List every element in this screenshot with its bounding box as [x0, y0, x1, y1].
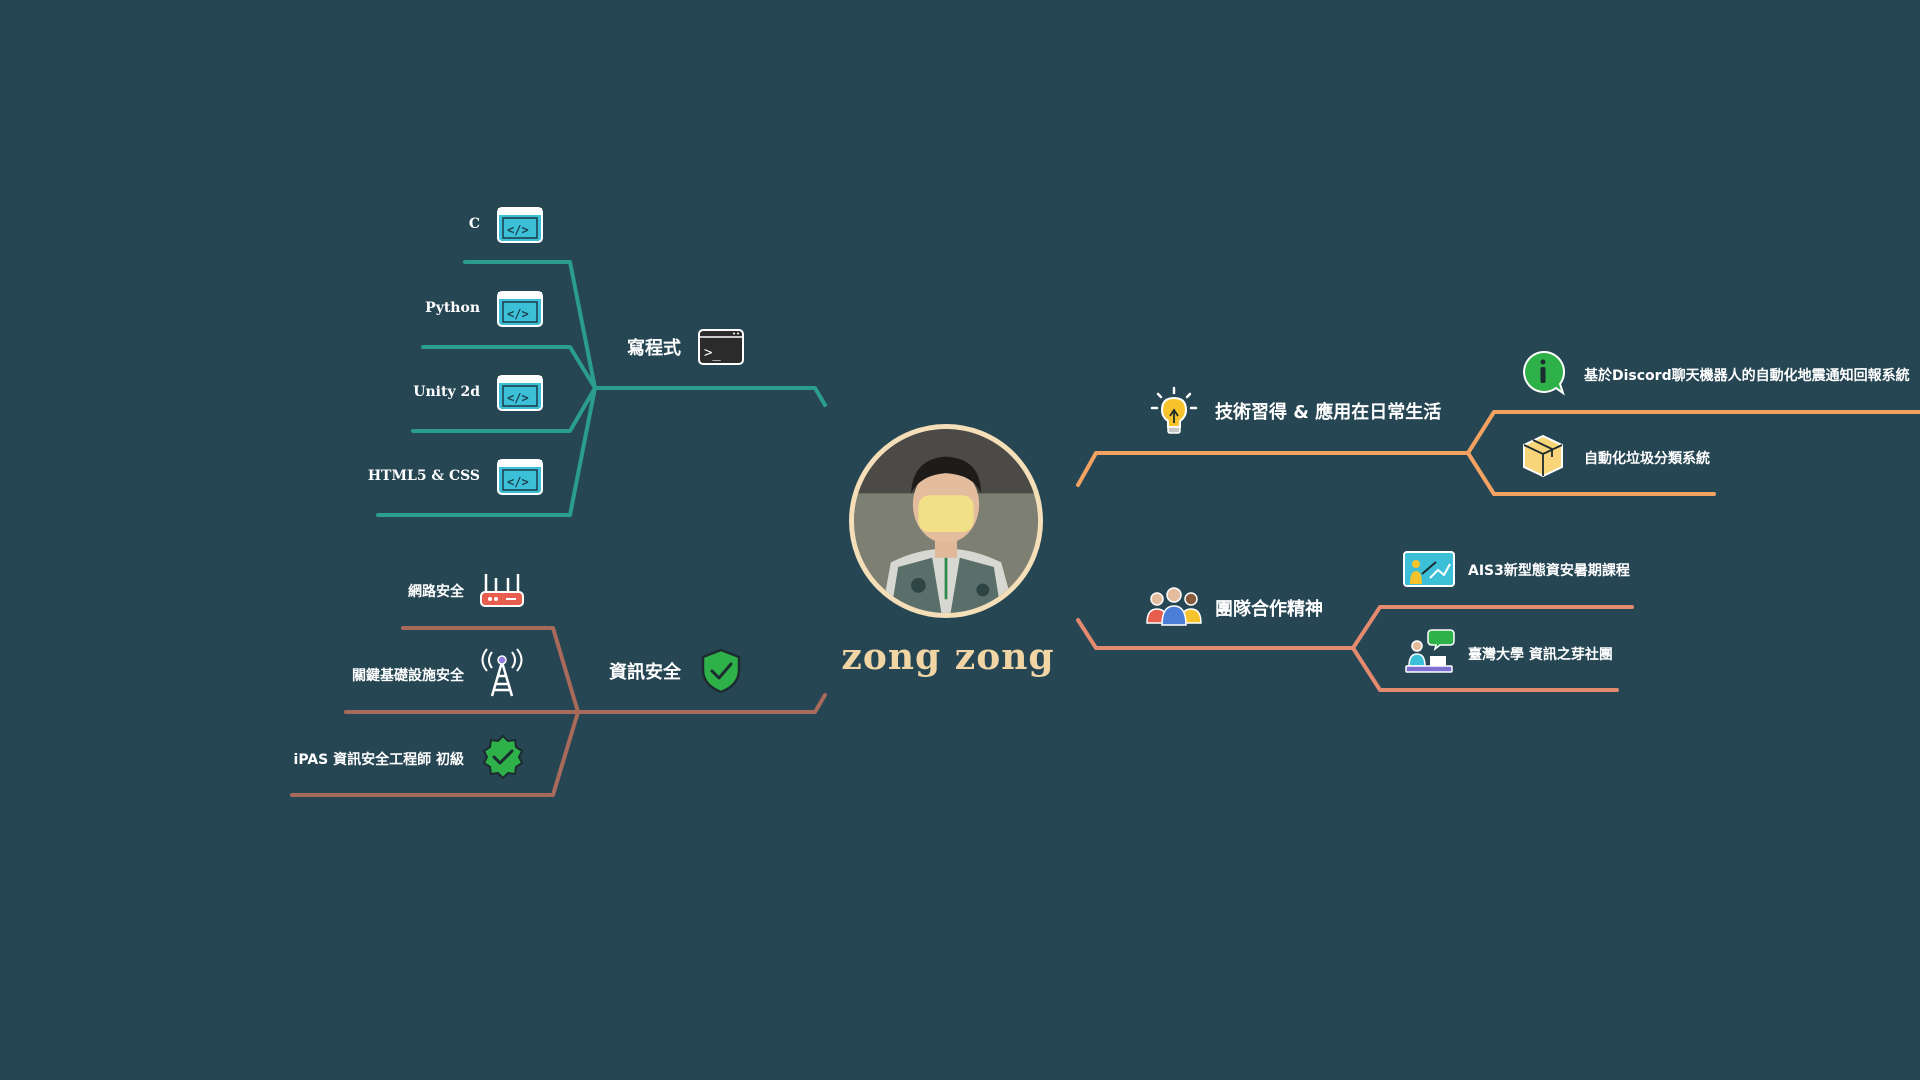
- code-window-icon: </>: [497, 207, 543, 247]
- connector-tech-discord: [1076, 410, 1920, 487]
- code-window-icon: </>: [497, 291, 543, 331]
- programming-item-python[interactable]: Python: [425, 300, 480, 316]
- tech-connectors: [1076, 410, 1920, 496]
- router-icon: [478, 570, 526, 614]
- terminal-icon: >_: [698, 329, 744, 369]
- programming-connectors: [376, 260, 827, 517]
- programming-item-c[interactable]: C: [468, 216, 480, 232]
- info-bubble-icon: [1520, 350, 1566, 400]
- branch-security-label[interactable]: 資訊安全: [609, 662, 681, 683]
- security-connectors: [290, 626, 827, 797]
- presentation-icon: [1402, 550, 1456, 592]
- connector-security-ipas: [290, 710, 580, 797]
- security-item-ipas[interactable]: iPAS 資訊安全工程師 初級: [293, 752, 464, 768]
- lightbulb-icon: [1150, 386, 1198, 440]
- team-icon: [1145, 585, 1203, 631]
- avatar[interactable]: [849, 424, 1043, 618]
- security-item-network[interactable]: 網路安全: [408, 584, 464, 600]
- team-connectors: [1076, 605, 1634, 692]
- tech-item-recycle[interactable]: 自動化垃圾分類系統: [1584, 451, 1710, 467]
- branch-team-label[interactable]: 團隊合作精神: [1215, 599, 1323, 620]
- svg-text:</>: </>: [507, 223, 529, 237]
- svg-text:</>: </>: [507, 391, 529, 405]
- connector-team-sprout: [1351, 646, 1619, 692]
- code-window-icon: </>: [497, 459, 543, 499]
- branch-tech-label[interactable]: 技術習得 & 應用在日常生活: [1215, 402, 1442, 423]
- programming-item-unity[interactable]: Unity 2d: [413, 384, 480, 400]
- connector-programming-unity: [411, 386, 597, 433]
- svg-text:</>: </>: [507, 475, 529, 489]
- svg-text:>_: >_: [704, 345, 721, 361]
- security-item-infrastructure[interactable]: 關鍵基礎設施安全: [352, 668, 464, 684]
- box-icon: [1521, 433, 1565, 483]
- programming-item-html[interactable]: HTML5 & CSS: [367, 468, 480, 484]
- shield-check-icon: [700, 648, 742, 698]
- branch-programming-label[interactable]: 寫程式: [627, 338, 681, 359]
- meeting-icon: [1402, 628, 1456, 680]
- team-item-ais3[interactable]: AIS3新型態資安暑期課程: [1468, 563, 1630, 579]
- team-item-sprout[interactable]: 臺灣大學 資訊之芽社團: [1468, 647, 1613, 663]
- connector-programming-python: [421, 345, 597, 390]
- avatar-photo: [854, 429, 1038, 613]
- connector-programming-html: [376, 386, 597, 517]
- tech-item-discord[interactable]: 基於Discord聊天機器人的自動化地震通知回報系統: [1584, 368, 1910, 384]
- code-window-icon: </>: [497, 375, 543, 415]
- connector-tech-recycle: [1466, 451, 1716, 496]
- svg-text:</>: </>: [507, 307, 529, 321]
- verified-badge-icon: [480, 734, 526, 784]
- radio-tower-icon: [478, 648, 526, 702]
- center-name: zong zong: [841, 636, 1055, 678]
